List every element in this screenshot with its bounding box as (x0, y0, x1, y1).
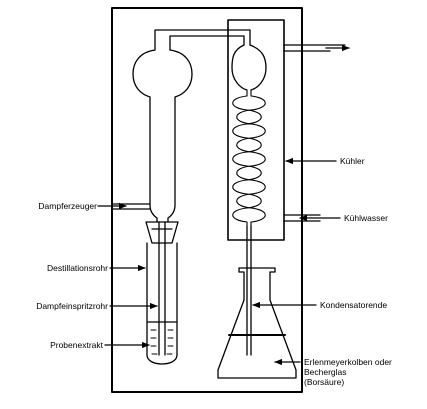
label-kondensatorende: Kondensatorende (320, 300, 388, 310)
steam-generator-flask (132, 49, 193, 223)
label-erlenmeyer-line1: Erlenmeyerkolben oder (304, 357, 392, 367)
sample-extract-dashes (150, 329, 174, 355)
condenser-jacket (227, 19, 285, 241)
ground-glass-joint (145, 221, 179, 244)
connecting-tube (154, 29, 251, 46)
label-erlenmeyer-line2: Becherglas (304, 367, 347, 377)
condenser-end-tube (246, 225, 252, 356)
label-dampferzeuger: Dampferzeuger (38, 201, 97, 211)
label-probenextrakt: Probenextrakt (50, 340, 103, 350)
steam-generator-top (154, 39, 171, 51)
apparatus-frame (111, 7, 303, 393)
sample-tube (146, 242, 178, 365)
label-kuehlwasser: Kühlwasser (344, 213, 388, 223)
cooling-water-out (283, 44, 346, 52)
condenser-bulb (231, 44, 267, 91)
steam-injection-tube (158, 221, 166, 356)
condenser-coil (232, 89, 266, 227)
steam-inlet-tube (111, 203, 151, 210)
erlenmeyer-flask (217, 267, 297, 379)
label-destillationsrohr: Destillationsrohr (47, 263, 108, 273)
label-kuehler: Kühler (340, 156, 365, 166)
label-erlenmeyer-line3: (Borsäure) (304, 377, 345, 387)
label-dampfeinspritzrohr: Dampfeinspritzrohr (36, 301, 108, 311)
